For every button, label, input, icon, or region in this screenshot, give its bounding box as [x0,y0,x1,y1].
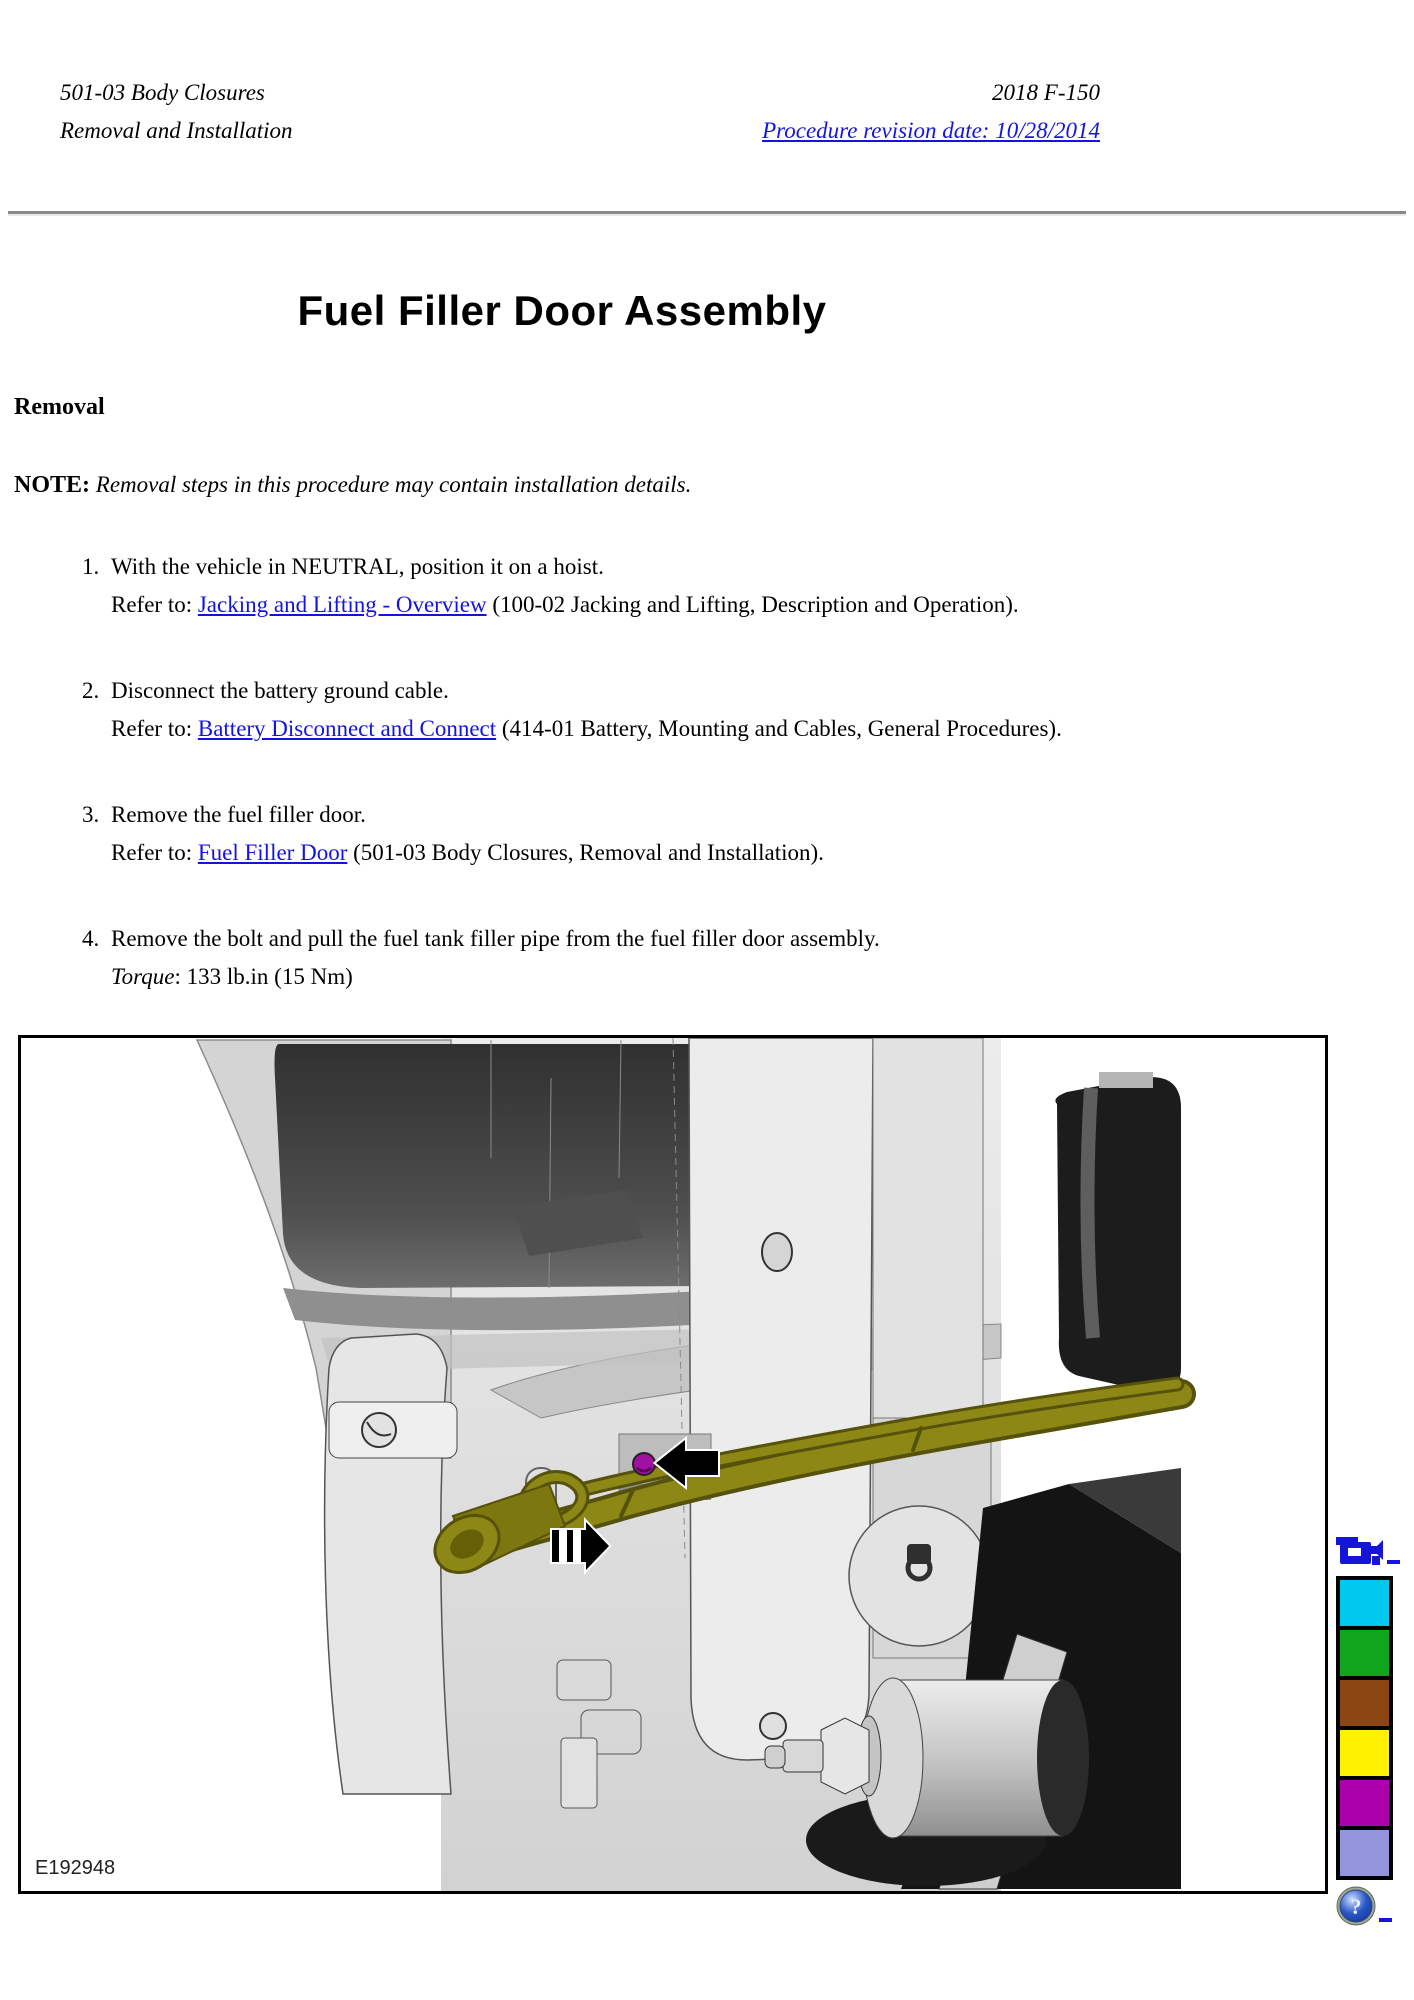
step-1-refer-prefix: Refer to: [111,592,198,617]
bolt-highlight-detail [636,1467,652,1473]
help-link-dash [1379,1918,1392,1922]
step-3-suffix: (501-03 Body Closures, Removal and Insta… [347,840,824,865]
pull-direction-arrow [550,1517,612,1575]
removal-heading: Removal [14,394,105,420]
frame-rail [688,1038,874,1761]
color-swatch-cyan[interactable] [1340,1580,1389,1630]
torque-label: Torque [111,964,175,989]
step-3-link[interactable]: Fuel Filler Door [197,840,348,865]
tire-shadow-lip [283,1288,721,1331]
help-glyph: ? [1351,1894,1362,1919]
procedure-revision-link[interactable]: Procedure revision date: 10/28/2014 [762,118,1100,143]
rear-tire-upper [1055,1077,1181,1392]
step-2-link[interactable]: Battery Disconnect and Connect [197,716,497,741]
section-number: 501-03 Body Closures [60,80,265,105]
step-2: Disconnect the battery ground cable. Ref… [105,672,1065,748]
figure-code-label: E192948 [35,1857,115,1879]
bolt-shaft [782,1739,824,1773]
color-swatch-yellow[interactable] [1340,1730,1389,1780]
rail-strip-upper [872,1038,984,1419]
tire-highlight [1080,1087,1100,1339]
note-text: Removal steps in this procedure may cont… [95,472,692,497]
funnel-cap [433,1514,501,1574]
shackle-bolt-ring [905,1554,933,1582]
note-label: NOTE: [14,472,91,498]
vehicle-model: 2018 F-150 [992,80,1100,105]
color-swatch-lavender[interactable] [1340,1830,1389,1876]
color-legend [1336,1576,1393,1880]
tire-wedge [1069,1468,1181,1553]
step-1-suffix: (100-02 Jacking and Lifting, Description… [486,592,1019,617]
bolt-tip [764,1745,786,1769]
bracket-hole-detail [366,1421,392,1437]
header-right: 2018 F-150 Procedure revision date: 10/2… [762,74,1100,150]
step-3-refer-prefix: Refer to: [111,840,198,865]
header-left: 501-03 Body Closures Removal and Install… [60,74,293,150]
header-divider [8,211,1406,216]
page-header: 501-03 Body Closures Removal and Install… [0,0,1414,150]
step-2-suffix: (414-01 Battery, Mounting and Cables, Ge… [496,716,1062,741]
truck-underbody-illustration: E192948 [35,1038,1196,1891]
color-swatch-brown[interactable] [1340,1680,1389,1730]
torque-value: : 133 lb.in (15 Nm) [174,964,353,989]
spare-tire [274,1044,800,1288]
note-paragraph: NOTE: Removal steps in this procedure ma… [14,466,1110,504]
step-2-text: Disconnect the battery ground cable. [111,678,449,703]
bushing-end-dark [1037,1680,1089,1836]
rail-hole [761,1232,793,1272]
step-1-text: With the vehicle in NEUTRAL, position it… [111,554,604,579]
bolt-pointer-arrow [652,1435,720,1491]
rail-lower-hole [759,1712,787,1740]
step-4-text: Remove the bolt and pull the fuel tank f… [111,926,880,951]
page-title: Fuel Filler Door Assembly [297,287,827,334]
wheel-lip [1099,1072,1153,1088]
bracket-hole [361,1412,397,1448]
camera-link-dash [1387,1560,1400,1564]
viewer-toolbar: ? [1336,1532,1408,1926]
color-swatch-green[interactable] [1340,1630,1389,1680]
step-3: Remove the fuel filler door. Refer to: F… [105,796,1065,872]
help-icon[interactable]: ? [1336,1886,1376,1926]
video-camera-icon[interactable] [1336,1532,1384,1568]
figure-frame: E192948 [18,1035,1328,1894]
main-content: Fuel Filler Door Assembly Removal NOTE: … [14,286,1110,996]
color-swatch-magenta[interactable] [1340,1780,1389,1830]
pipe-clips [556,1659,642,1809]
hex-nut [820,1717,870,1795]
step-4: Remove the bolt and pull the fuel tank f… [105,920,1065,996]
dark-vent [513,1190,643,1256]
step-1: With the vehicle in NEUTRAL, position it… [105,548,1065,624]
section-type: Removal and Installation [60,118,293,143]
spring-shackle [848,1505,990,1647]
step-1-link[interactable]: Jacking and Lifting - Overview [197,592,487,617]
step-3-text: Remove the fuel filler door. [111,802,366,827]
step-2-refer-prefix: Refer to: [111,716,198,741]
procedure-steps: With the vehicle in NEUTRAL, position it… [14,548,1110,996]
